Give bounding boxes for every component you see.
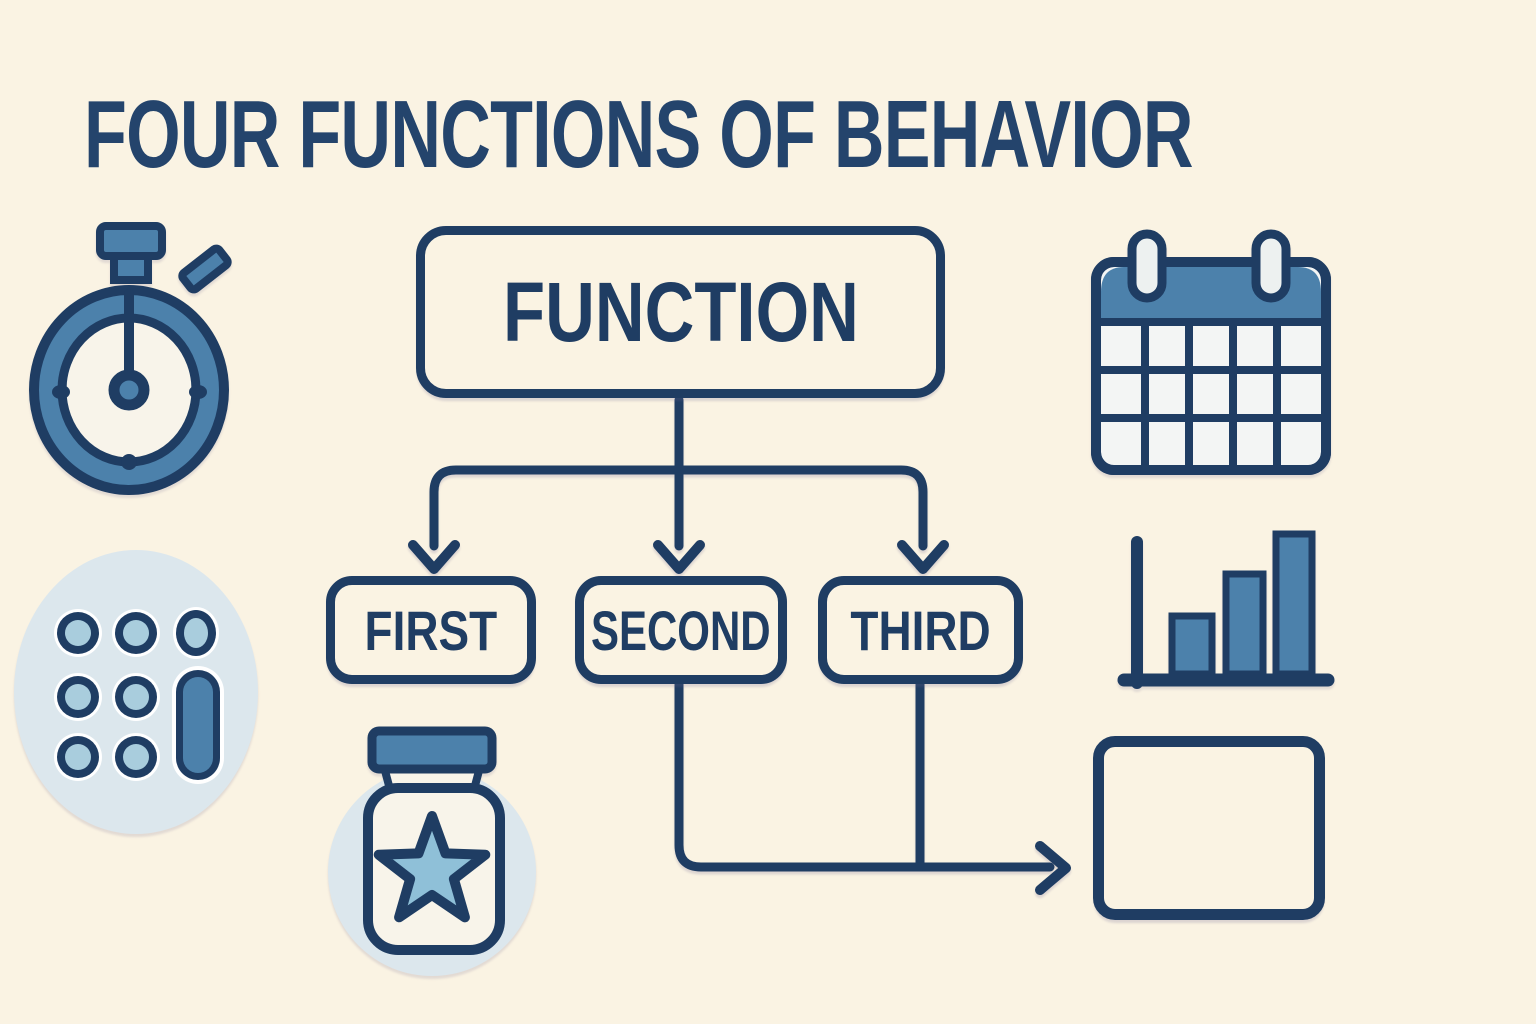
stopwatch-icon (29, 222, 232, 495)
second-node-label: SECOND (591, 598, 771, 662)
bar-chart-icon (1117, 530, 1335, 689)
star-icon (373, 811, 491, 923)
function-node-label: FUNCTION (502, 264, 859, 359)
first-node: FIRST (326, 576, 536, 684)
star-jar-icon (328, 726, 536, 976)
first-node-label: FIRST (364, 598, 498, 662)
outcome-box (1093, 736, 1325, 920)
calendar-icon (1091, 229, 1331, 475)
page-title: FOUR FUNCTIONS OF BEHAVIOR (84, 81, 1193, 188)
second-node: SECOND (575, 576, 787, 684)
third-node-label: THIRD (850, 598, 991, 662)
keypad-dots-icon (14, 550, 258, 834)
third-node: THIRD (818, 576, 1023, 684)
function-node: FUNCTION (416, 226, 945, 398)
